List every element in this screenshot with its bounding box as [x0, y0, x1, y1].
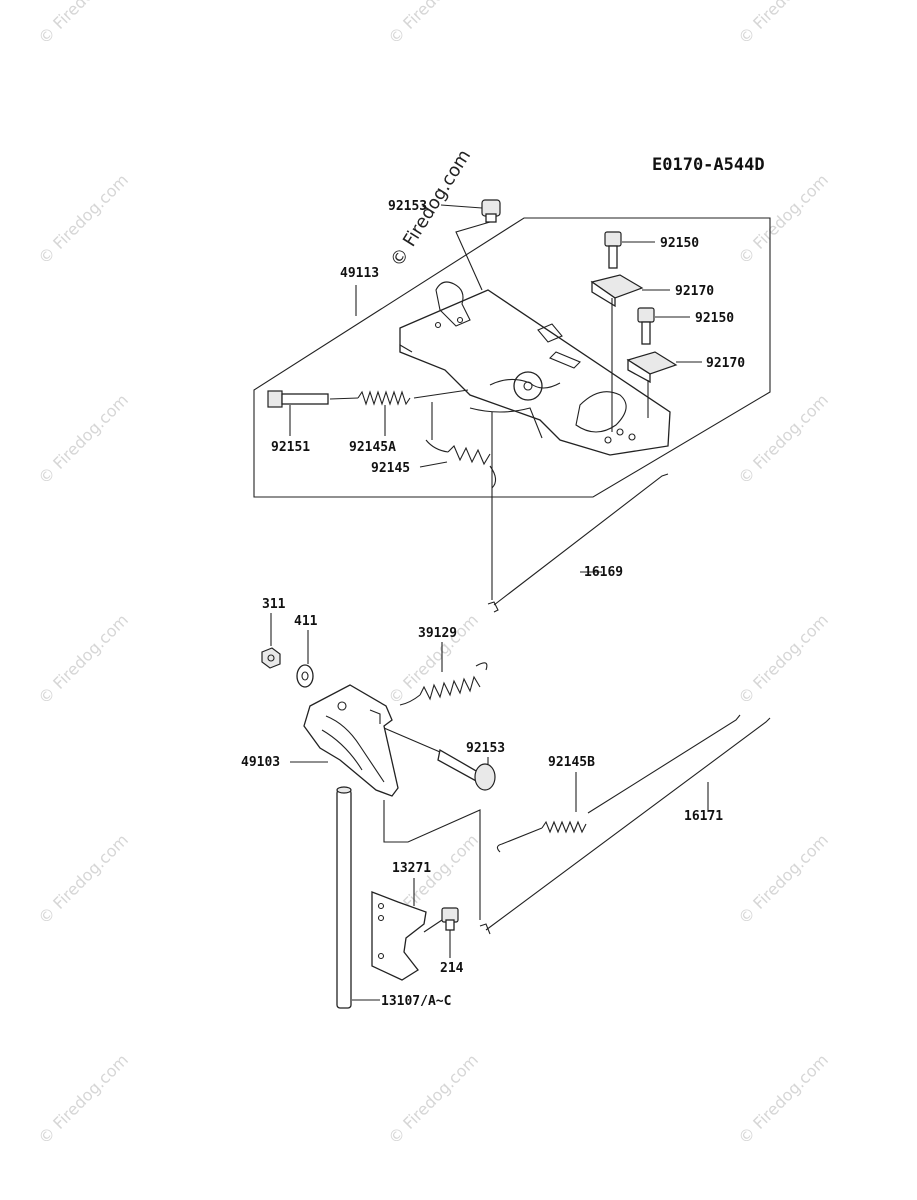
- label-411: 411: [294, 614, 318, 629]
- watermark: © Firedog.com: [34, 830, 132, 928]
- bracket-13271: [371, 891, 427, 981]
- label-92170-a: 92170: [675, 284, 714, 299]
- diagram-code: E0170-A544D: [652, 155, 765, 175]
- watermark: © Firedog.com: [34, 610, 132, 708]
- label-49103: 49103: [241, 755, 280, 770]
- spring-39129: [399, 662, 488, 706]
- bolt-92151: [267, 390, 329, 408]
- watermark: © Firedog.com: [734, 1050, 832, 1148]
- watermark: © Firedog.com: [34, 1050, 132, 1148]
- watermark: © Firedog.com: [734, 0, 832, 48]
- label-311: 311: [262, 597, 286, 612]
- label-92150-a: 92150: [660, 236, 699, 251]
- watermark: © Firedog.com: [34, 170, 132, 268]
- label-39129: 39129: [418, 626, 457, 641]
- rod-16169: [487, 473, 669, 613]
- label-92145B: 92145B: [548, 755, 595, 770]
- assembly-outline-49113: [253, 217, 771, 498]
- pin-92153-mid: [437, 748, 496, 791]
- label-92170-b: 92170: [706, 356, 745, 371]
- shaft-13107: [336, 786, 352, 1009]
- bolt-214: [441, 907, 459, 931]
- label-92151: 92151: [271, 440, 310, 455]
- spring-92145A: [357, 390, 411, 406]
- watermark: © Firedog.com: [384, 610, 482, 708]
- watermark: © Firedog.com: [734, 170, 832, 268]
- label-49113: 49113: [340, 266, 379, 281]
- watermark: © Firedog.com: [34, 390, 132, 488]
- control-plate: [399, 281, 671, 456]
- clip-92170-b: [626, 351, 678, 384]
- label-16171: 16171: [684, 809, 723, 824]
- label-92153-mid: 92153: [466, 741, 505, 756]
- bolt-92150-b: [637, 307, 655, 345]
- bolt-92153-top: [481, 199, 501, 223]
- watermark: © Firedog.com: [734, 830, 832, 928]
- label-92153-top: 92153: [388, 199, 427, 214]
- label-214: 214: [440, 961, 464, 976]
- label-16169: 16169: [584, 565, 623, 580]
- watermark: © Firedog.com: [734, 610, 832, 708]
- watermark: © Firedog.com: [384, 1050, 482, 1148]
- nut-311: [261, 647, 281, 669]
- label-92145: 92145: [371, 461, 410, 476]
- clip-92170-a: [590, 274, 644, 308]
- washer-411: [296, 664, 314, 688]
- watermark: © Firedog.com: [384, 0, 482, 48]
- spring-92145B: [496, 820, 587, 853]
- label-13271: 13271: [392, 861, 431, 876]
- bolt-92150-a: [604, 231, 622, 269]
- label-13107: 13107/A~C: [381, 994, 451, 1009]
- leader-box: [383, 800, 481, 920]
- label-92145A: 92145A: [349, 440, 396, 455]
- watermark: © Firedog.com: [34, 0, 132, 48]
- lever-49103: [303, 684, 399, 797]
- rod-16171: [479, 717, 771, 935]
- label-92150-b: 92150: [695, 311, 734, 326]
